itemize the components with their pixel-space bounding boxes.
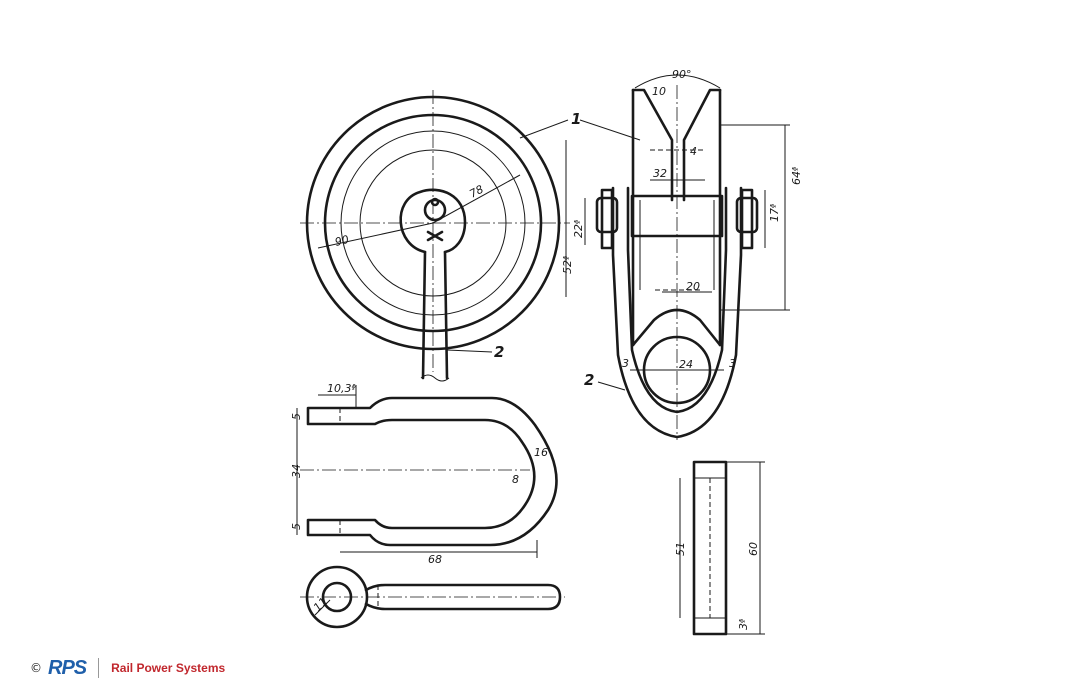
- bend-outer-label: 16: [534, 446, 548, 459]
- part-label-1: 1: [571, 110, 581, 128]
- leader-2-pulley: [446, 349, 493, 353]
- bar-outline: [692, 460, 728, 636]
- hidden-lines: [650, 149, 704, 291]
- clevis-inner: [626, 186, 728, 414]
- leader-2-clevis: [597, 381, 626, 391]
- hub-bore-label: 32: [653, 167, 667, 180]
- clevis-wall-right-label: 3: [729, 357, 736, 370]
- part-label-2-clevis: 2: [584, 371, 594, 389]
- pin-hole-icon: [430, 197, 440, 207]
- radius-78-label: 78: [467, 183, 485, 201]
- end-top-label: 5: [290, 413, 303, 420]
- radius-90-label: 90: [334, 233, 351, 249]
- end-bottom-label: 5: [290, 523, 303, 530]
- angle-label: 90°: [672, 68, 692, 81]
- copyright-symbol: ©: [30, 661, 42, 675]
- sheave-bottom: [631, 308, 722, 347]
- eye-label: 11: [311, 595, 330, 614]
- cotter-pin-icon: [426, 230, 444, 242]
- eye-dim-line: [314, 599, 331, 616]
- web-label: 4: [690, 145, 697, 158]
- bar-thick-label: 3ᶲ: [737, 618, 750, 630]
- radius-90-line: [317, 222, 434, 249]
- right-pin-head: [735, 196, 759, 234]
- footer: © RPS Rail Power Systems: [30, 656, 225, 680]
- outer-dia-label: 64ᶲ: [790, 166, 803, 185]
- shank-break-line: [420, 374, 450, 382]
- rps-logo: RPS: [48, 656, 87, 679]
- hub-dia-label: 22ᶲ: [572, 219, 585, 238]
- strap-outline: [306, 396, 558, 547]
- bar-outer-label: 60: [747, 542, 760, 556]
- left-pin-head: [595, 196, 619, 234]
- bar-view: 51 60 3ᶲ: [674, 460, 765, 636]
- eye-bolt-view: 11: [300, 565, 565, 629]
- strip-width-label: 10,3ᶲ: [327, 382, 356, 395]
- hub-eye-plate: [399, 188, 467, 254]
- logo-divider: [98, 658, 100, 678]
- leader-1-side: [579, 119, 641, 141]
- angle-arc: [634, 74, 721, 89]
- bend-inner-label: 8: [512, 473, 519, 486]
- bar-inner-label: 51: [674, 542, 687, 556]
- clevis-inner-label: 24: [679, 358, 693, 371]
- hub-eye-hole: [423, 198, 447, 222]
- sheave-sides: [631, 88, 722, 347]
- bent-strap-view: 5 34 5 10,3ᶲ 68 16 8: [290, 382, 558, 566]
- company-name: Rail Power Systems: [111, 661, 226, 675]
- pin-dia-label: 17ᶲ: [768, 203, 781, 222]
- rim-label: 10: [652, 85, 666, 98]
- pulley-shank: [421, 250, 449, 380]
- side-section-view: 1 90° 10 64ᶲ 17ᶲ 22ᶲ 52ᶲ 32: [561, 68, 803, 440]
- clevis-wall-left-label: 3: [622, 357, 629, 370]
- pulley-front-view: 90 78 2: [300, 90, 570, 382]
- groove-width-label: 20: [686, 280, 700, 293]
- hub-inner-lines: [639, 200, 715, 290]
- gap-label: 34: [290, 464, 303, 478]
- part-label-2-pulley: 2: [494, 343, 504, 361]
- leader-1-pulley: [519, 119, 569, 139]
- sheave-groove: [631, 88, 722, 202]
- groove-dia-label: 52ᶲ: [561, 255, 574, 274]
- radius-78-line: [432, 174, 521, 224]
- length-label: 68: [428, 553, 442, 566]
